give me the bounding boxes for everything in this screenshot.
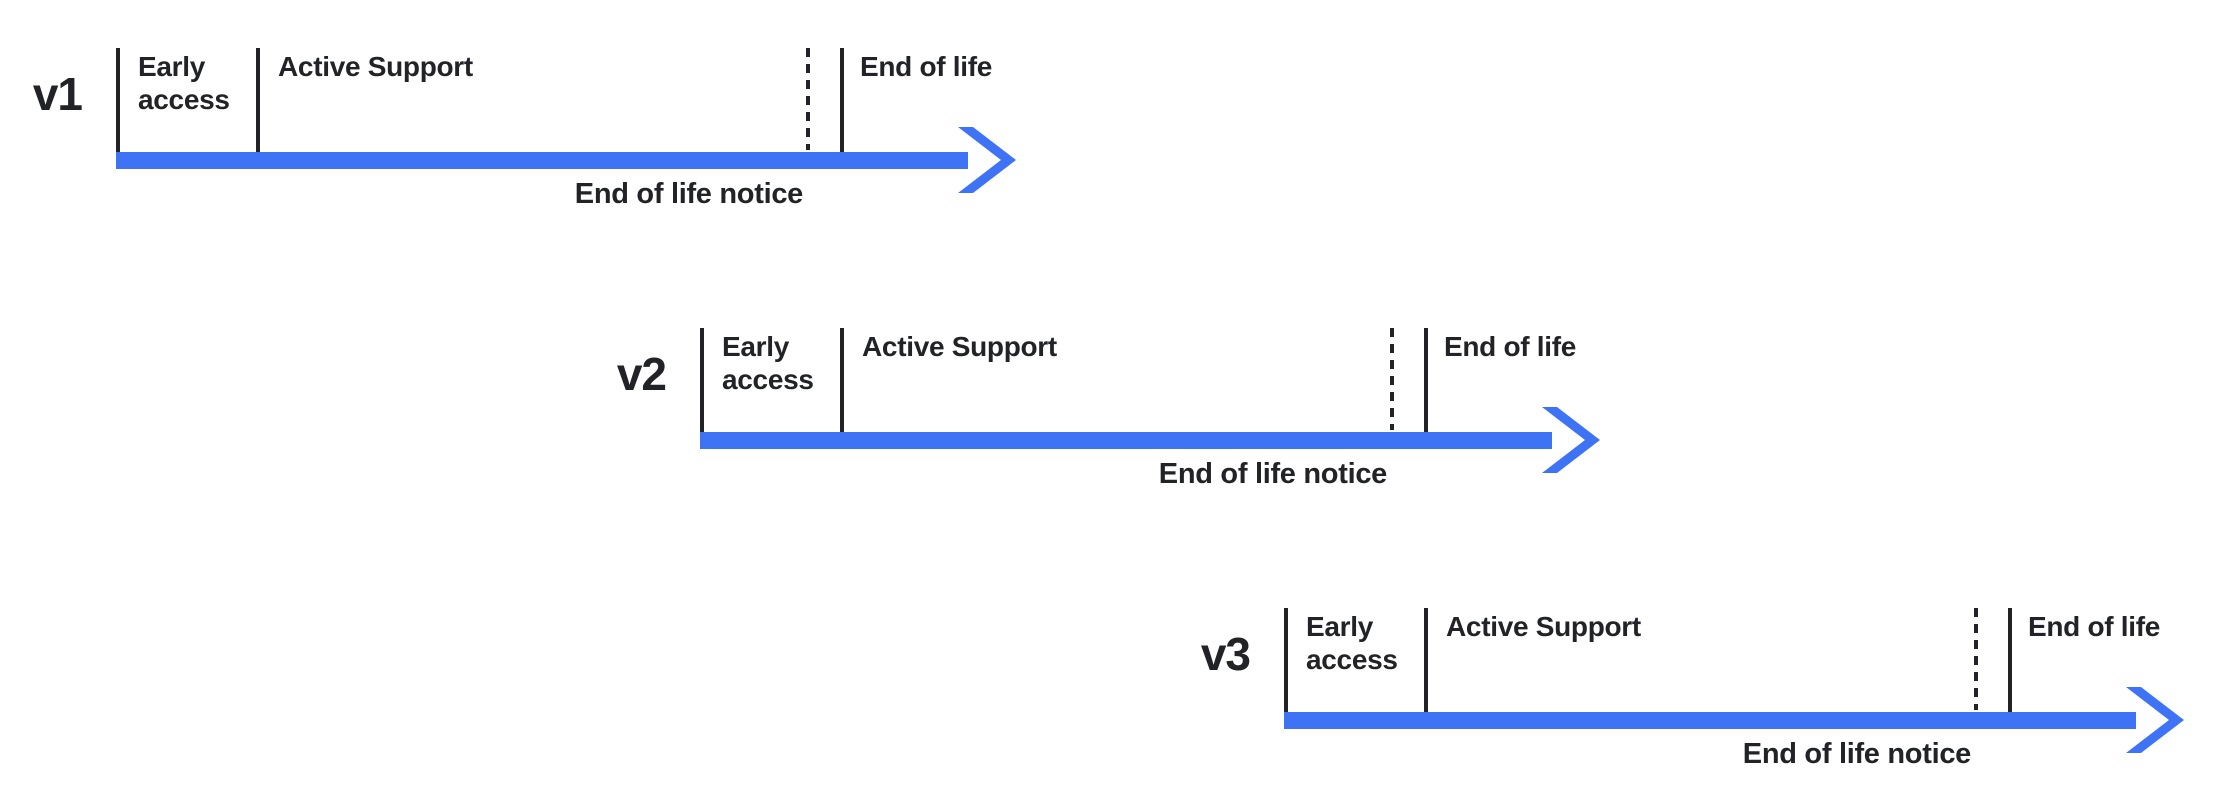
end-of-life-notice-label: End of life notice bbox=[1742, 738, 1972, 770]
version-label: v3 bbox=[1200, 628, 1251, 680]
active-support-label: Active Support bbox=[862, 331, 1057, 362]
end-of-life-label: End of life bbox=[2028, 611, 2161, 642]
version-label: v1 bbox=[32, 68, 83, 120]
eol-notice-dashed-line bbox=[1974, 608, 1978, 710]
tick-end-of-life bbox=[840, 48, 844, 153]
timeline-arrow-bar bbox=[700, 432, 1552, 449]
timeline-arrow-bar bbox=[116, 152, 968, 169]
timeline-arrow-bar bbox=[1284, 712, 2136, 729]
timeline-v1: v1 Early access Active Support End of li… bbox=[0, 48, 1028, 223]
tick-early-access-start bbox=[116, 48, 120, 153]
arrow-head bbox=[2126, 687, 2184, 753]
active-support-label: Active Support bbox=[1446, 611, 1641, 642]
arrow-head bbox=[958, 127, 1016, 193]
active-support-label: Active Support bbox=[278, 51, 473, 82]
tick-early-access-start bbox=[1284, 608, 1288, 713]
tick-active-support-start bbox=[256, 48, 260, 153]
tick-end-of-life bbox=[2008, 608, 2012, 713]
eol-notice-dashed-line bbox=[806, 48, 810, 150]
timeline-v3: v3 Early access Active Support End of li… bbox=[1136, 608, 2196, 783]
end-of-life-notice-label: End of life notice bbox=[1158, 458, 1388, 490]
end-of-life-label: End of life bbox=[860, 51, 993, 82]
early-access-label: Early access bbox=[138, 51, 230, 115]
tick-active-support-start bbox=[1424, 608, 1428, 713]
eol-notice-dashed-line bbox=[1390, 328, 1394, 430]
tick-active-support-start bbox=[840, 328, 844, 433]
end-of-life-notice-label: End of life notice bbox=[574, 178, 804, 210]
timeline-v2: v2 Early access Active Support End of li… bbox=[552, 328, 1612, 503]
tick-end-of-life bbox=[1424, 328, 1428, 433]
early-access-label: Early access bbox=[722, 331, 814, 395]
version-label: v2 bbox=[616, 348, 667, 400]
tick-early-access-start bbox=[700, 328, 704, 433]
arrow-head bbox=[1542, 407, 1600, 473]
end-of-life-label: End of life bbox=[1444, 331, 1577, 362]
early-access-label: Early access bbox=[1306, 611, 1398, 675]
